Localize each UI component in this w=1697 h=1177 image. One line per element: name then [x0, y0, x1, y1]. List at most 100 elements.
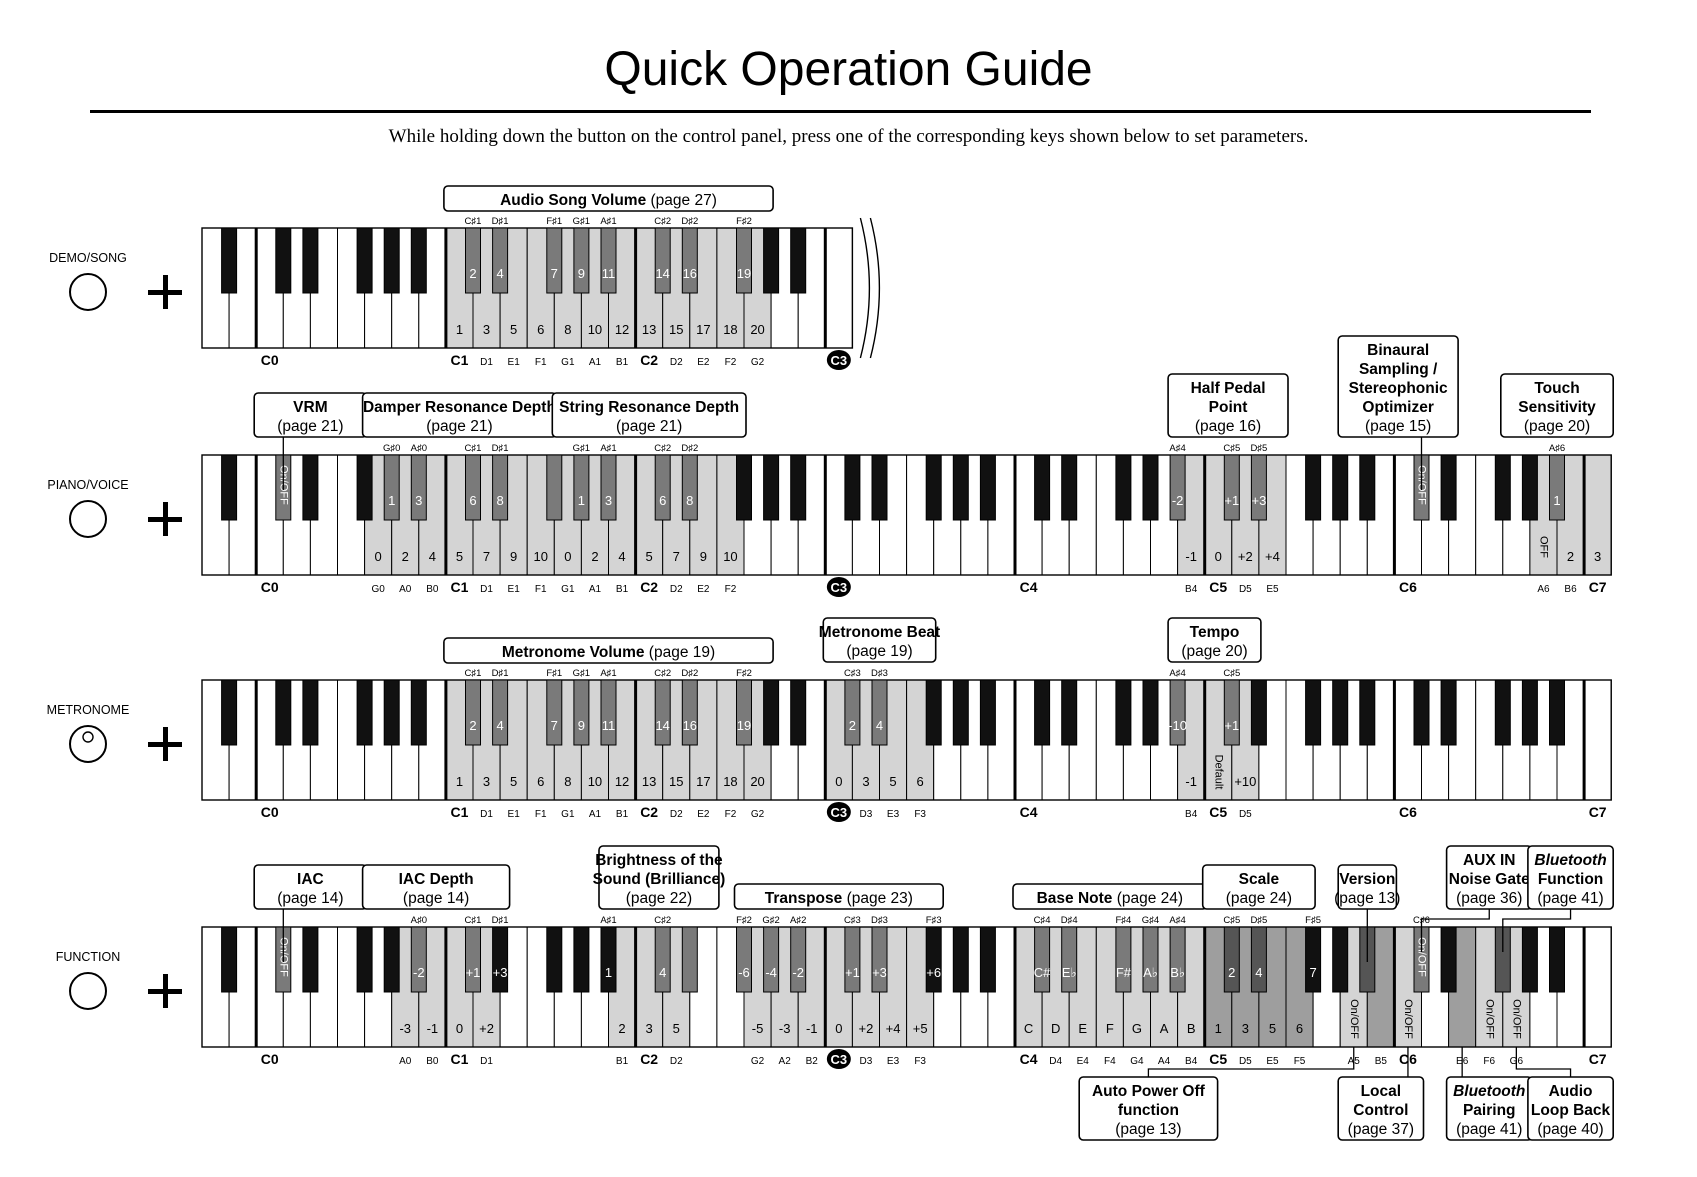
key-value: OFF	[1538, 536, 1550, 558]
control-button-label: DEMO/SONG	[49, 251, 127, 265]
key-name-label: C♯2	[654, 915, 671, 926]
callout-text-span: (page 23)	[842, 890, 913, 907]
key-name-label: G♯4	[1142, 915, 1159, 926]
key-value: 18	[723, 774, 737, 789]
key-value: 2	[1567, 549, 1574, 564]
callout-text: Local	[1361, 1083, 1401, 1100]
key-value: 7	[483, 549, 490, 564]
octave-label: C2	[640, 1051, 658, 1067]
callout-text-span: Transpose	[765, 890, 843, 907]
key-value: 9	[578, 266, 585, 281]
black-key	[952, 679, 969, 746]
callout-text: IAC	[297, 871, 324, 888]
key-value: 8	[564, 774, 571, 789]
key-value: 4	[1255, 965, 1262, 980]
key-value: 3	[483, 774, 490, 789]
key-name-label: E5	[1266, 1056, 1279, 1067]
callout-text-span: AUX IN	[1463, 852, 1516, 869]
key-value: On/OFF	[1348, 999, 1360, 1039]
key-name-label: E2	[697, 357, 710, 368]
key-name-label: G1	[561, 809, 575, 820]
key-value: A♭	[1143, 965, 1158, 980]
key-value: Default	[1212, 755, 1224, 790]
key-value: 14	[655, 718, 669, 733]
black-key	[763, 454, 780, 521]
key-value: -6	[738, 965, 750, 980]
key-value: F	[1106, 1021, 1114, 1036]
black-key	[356, 926, 373, 993]
callout-box	[1201, 864, 1316, 910]
key-value: +3	[1251, 493, 1266, 508]
key-name-label: F1	[535, 584, 547, 595]
octave-label: C6	[1399, 579, 1417, 595]
key-value: 6	[917, 774, 924, 789]
callout-text-span: (page 36)	[1456, 890, 1522, 907]
callout-text: (page 22)	[626, 890, 692, 907]
black-key	[1440, 679, 1457, 746]
callout-text-span: Metronome Volume	[502, 644, 645, 661]
key-name-label: G♯1	[573, 668, 590, 679]
callout-text-span: Scale	[1239, 871, 1280, 888]
black-key	[1250, 926, 1267, 993]
octave-label: C1	[450, 352, 468, 368]
black-key	[1440, 926, 1457, 993]
black-key	[1359, 679, 1376, 746]
octave-label: C3	[831, 580, 848, 595]
key-name-label: D1	[480, 584, 493, 595]
key-name-label: C♯1	[465, 668, 482, 679]
key-name-label: E2	[697, 584, 710, 595]
key-name-label: D♯1	[492, 216, 509, 227]
black-key	[1521, 926, 1538, 993]
key-value: 14	[655, 266, 669, 281]
key-name-label: G♯1	[573, 216, 590, 227]
control-button-label: METRONOME	[47, 703, 130, 717]
callout-text-span: Bluetooth	[1453, 1083, 1525, 1100]
octave-label: C0	[261, 1051, 279, 1067]
key-name-label: F♯4	[1115, 915, 1131, 926]
page-title: Quick Operation Guide	[604, 43, 1093, 96]
octave-label: C3	[831, 1052, 848, 1067]
key-value: 3	[646, 1021, 653, 1036]
black-key	[871, 454, 888, 521]
black-key	[1305, 454, 1322, 521]
callout-text: Brightness of the	[595, 852, 723, 869]
key-name-label: G2	[751, 809, 765, 820]
key-name-label: C♯1	[465, 443, 482, 454]
key-name-label: A♯2	[790, 915, 806, 926]
middle-c-marker	[826, 350, 851, 370]
key-name-label: A4	[1158, 1056, 1171, 1067]
key-value: 9	[700, 549, 707, 564]
black-key	[681, 227, 698, 294]
callout-text-span: Noise Gate	[1449, 871, 1530, 888]
black-key	[546, 679, 563, 746]
key-name-label: D3	[860, 809, 873, 820]
key-value: 5	[456, 549, 463, 564]
key-name-label: E3	[887, 1056, 900, 1067]
key-value: 7	[551, 266, 558, 281]
black-key	[600, 454, 617, 521]
black-key	[871, 679, 888, 746]
octave-label: C3	[831, 353, 848, 368]
black-key	[1034, 454, 1051, 521]
octave-label: C5	[1209, 1051, 1227, 1067]
black-key	[790, 454, 807, 521]
key-value: 2	[849, 718, 856, 733]
key-name-label: B0	[426, 1056, 439, 1067]
key-value: 3	[862, 774, 869, 789]
circle-button-icon	[69, 500, 107, 538]
callout-text-span: Base Note	[1037, 890, 1113, 907]
key-name-label: C♯3	[844, 915, 861, 926]
key-value: 1	[578, 493, 585, 508]
key-value: +2	[1238, 549, 1253, 564]
key-value: 5	[510, 774, 517, 789]
octave-label: C2	[640, 579, 658, 595]
octave-label: C1	[450, 579, 468, 595]
key-name-label: B1	[616, 357, 629, 368]
key-name-label: C♯5	[1223, 915, 1240, 926]
black-key	[356, 454, 373, 521]
callout-leader	[1515, 1047, 1572, 1077]
black-key	[302, 926, 319, 993]
key-name-label: G♯0	[383, 443, 400, 454]
callout-text: Touch	[1534, 380, 1579, 397]
black-key	[1223, 679, 1240, 746]
